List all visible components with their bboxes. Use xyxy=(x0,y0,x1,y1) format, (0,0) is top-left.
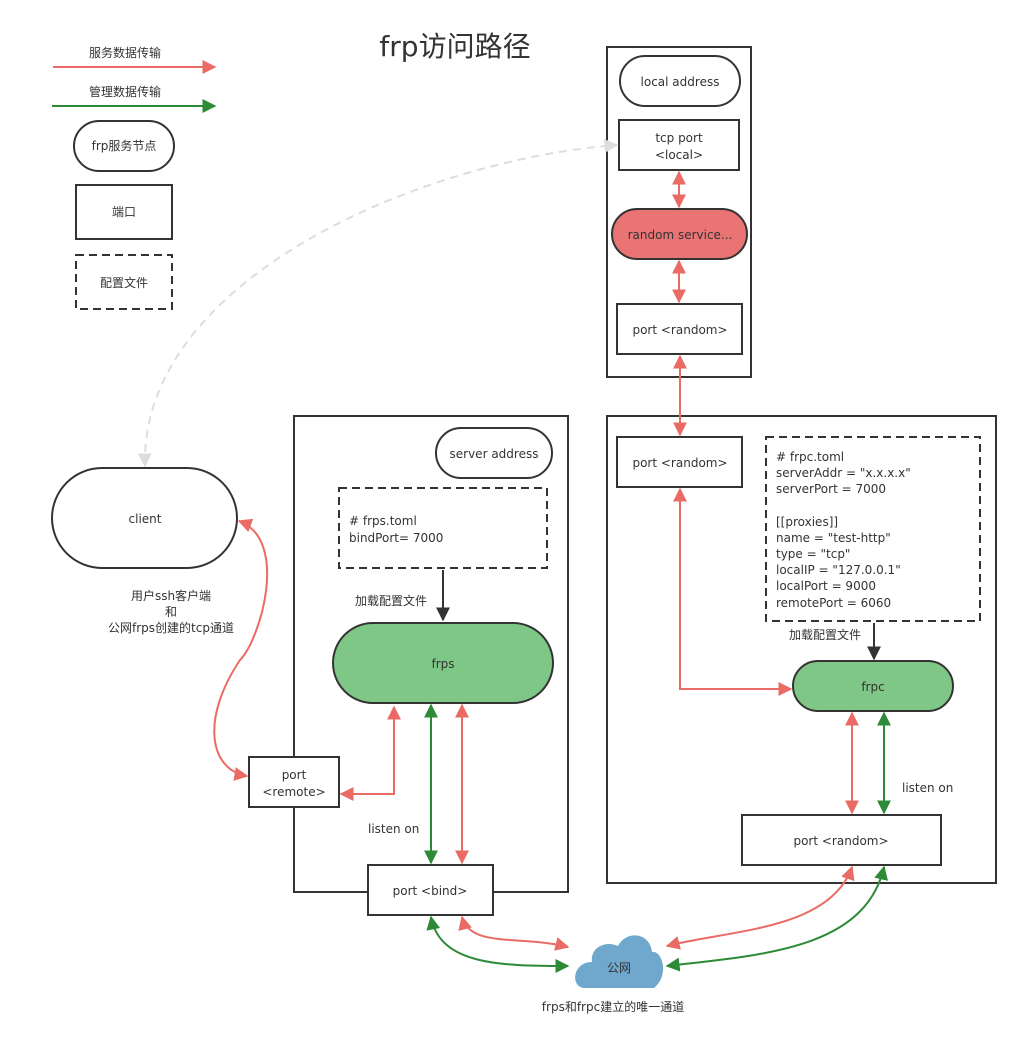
client-note-line-2: 公网frps创建的tcp通道 xyxy=(108,620,234,635)
public-internet-cloud: 公网 frps和frpc建立的唯一通道 xyxy=(542,935,684,1014)
port-remote-line2: <remote> xyxy=(262,785,325,799)
port-random-local-box xyxy=(616,303,743,355)
server-listen-on-label: listen on xyxy=(368,822,419,836)
frpc-label: frpc xyxy=(861,680,884,694)
cloud-icon xyxy=(575,935,664,988)
port-remote-line1: port xyxy=(282,768,307,782)
tcp-port-local-box xyxy=(618,119,740,171)
client-note-line-1: 和 xyxy=(165,605,177,619)
server-address-label: server address xyxy=(450,447,539,461)
frpc-group: port <random> # frpc.toml serverAddr = "… xyxy=(606,415,997,884)
frps-load-config-label: 加载配置文件 xyxy=(355,593,427,608)
frpc-config-line: localPort = 9000 xyxy=(776,579,876,593)
frpc-config-line: serverAddr = "x.x.x.x" xyxy=(776,466,911,480)
frpc-config-line: localIP = "127.0.0.1" xyxy=(776,563,901,577)
arrow-port-bind-to-cloud-mgmt xyxy=(426,915,570,973)
arrow-port-random-to-frpc xyxy=(673,487,793,696)
local-address-node xyxy=(619,55,741,107)
client-note-line-0: 用户ssh客户端 xyxy=(131,588,211,603)
legend: 服务数据传输 管理数据传输 frp服务节点 端口 配置文件 xyxy=(52,45,217,310)
frps-config-line-0: # frps.toml xyxy=(349,514,417,528)
legend-frp-node-label: frp服务节点 xyxy=(92,138,157,153)
frpc-config-line: type = "tcp" xyxy=(776,547,850,561)
client-group: client 用户ssh客户端 和 公网frps创建的tcp通道 xyxy=(51,138,619,781)
legend-config-label: 配置文件 xyxy=(100,275,148,290)
arrow-port-random-to-cloud-mgmt xyxy=(665,865,888,972)
frpc-config-lines: # frpc.toml serverAddr = "x.x.x.x" serve… xyxy=(776,450,911,610)
arrow-port-random-to-cloud-service xyxy=(665,865,855,950)
cloud-caption: frps和frpc建立的唯一通道 xyxy=(542,999,684,1014)
port-random-frpc-bottom-box xyxy=(741,814,942,866)
port-random-local-label: port <random> xyxy=(632,323,727,337)
port-random-frpc-top-label: port <random> xyxy=(632,456,727,470)
tcp-port-line2: <local> xyxy=(655,148,703,162)
arrow-frps-to-port-remote xyxy=(339,705,401,801)
client-node xyxy=(51,467,238,569)
frpc-config-line: name = "test-http" xyxy=(776,531,891,545)
frpc-node xyxy=(792,660,954,712)
local-machine-group: local address tcp port <local> random se… xyxy=(606,46,752,378)
random-service-label: random service... xyxy=(628,228,733,242)
frps-config-line-1: bindPort= 7000 xyxy=(349,531,443,545)
client-label: client xyxy=(129,512,162,526)
arrow-client-to-tcp-port xyxy=(137,138,619,468)
frpc-config-line: # frpc.toml xyxy=(776,450,844,464)
arrow-port-bind-to-cloud-service xyxy=(458,915,570,951)
diagram-title: frp访问路径 xyxy=(379,30,530,63)
frpc-config-line: remotePort = 6060 xyxy=(776,596,891,610)
legend-port-label: 端口 xyxy=(112,205,136,219)
arrow-client-to-port-remote xyxy=(213,518,269,781)
frpc-config-box xyxy=(765,436,981,622)
frpc-config-line: [[proxies]] xyxy=(776,515,838,529)
frps-config-box xyxy=(338,487,548,569)
frpc-listen-on-label: listen on xyxy=(902,781,953,795)
port-bind-box xyxy=(367,864,494,916)
legend-management-data-label: 管理数据传输 xyxy=(89,84,161,99)
frps-label: frps xyxy=(431,657,454,671)
port-random-frpc-bottom-label: port <random> xyxy=(793,834,888,848)
frpc-load-config-label: 加载配置文件 xyxy=(789,627,861,642)
tcp-port-line1: tcp port xyxy=(655,131,703,145)
port-bind-label: port <bind> xyxy=(393,884,468,898)
port-remote-box xyxy=(248,756,340,808)
cloud-label: 公网 xyxy=(607,961,631,975)
legend-service-data-label: 服务数据传输 xyxy=(89,45,161,60)
server-group: server address # frps.toml bindPort= 700… xyxy=(248,415,569,916)
frpc-config-line: serverPort = 7000 xyxy=(776,482,886,496)
frps-node xyxy=(332,622,554,704)
local-address-label: local address xyxy=(641,75,720,89)
port-random-frpc-top-box xyxy=(616,436,743,488)
